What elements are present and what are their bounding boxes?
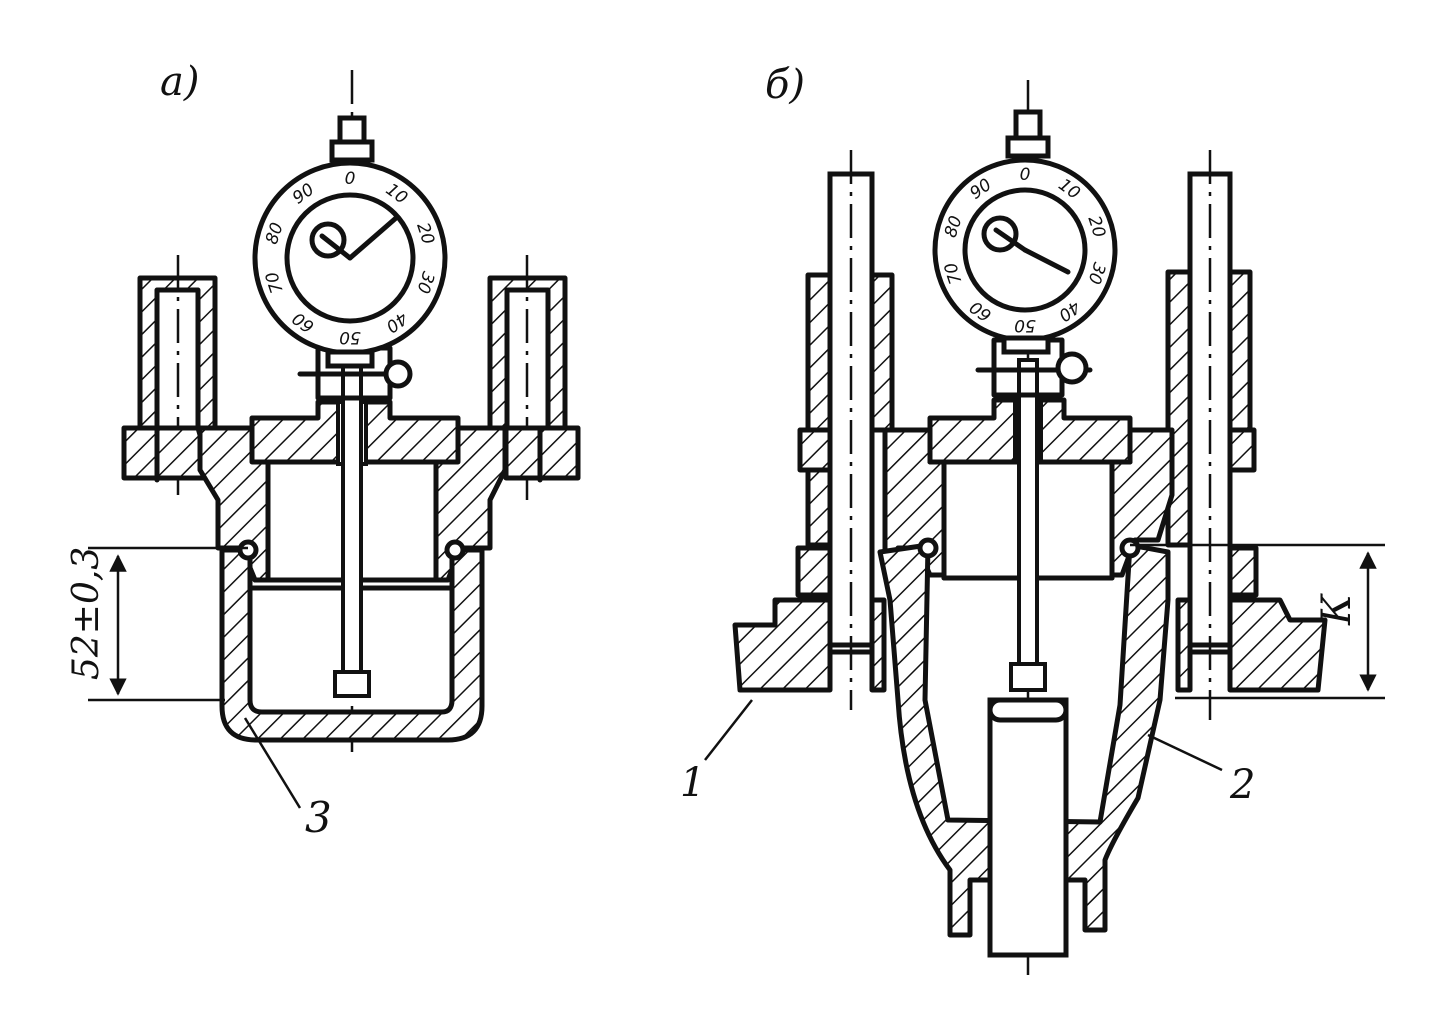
view-a-dial-mark: 50 bbox=[339, 327, 361, 347]
view-b-callout-2: 2 bbox=[1229, 762, 1255, 808]
view-b-shaft bbox=[987, 697, 1069, 958]
view-a-dimension: 52±0,3 bbox=[66, 546, 248, 702]
view-b-spindle bbox=[1017, 358, 1039, 677]
view-b-callout-1: 1 bbox=[680, 760, 705, 806]
view-b-dial-mark: 0 bbox=[1020, 165, 1031, 185]
view-b-probe-tip bbox=[1009, 662, 1047, 692]
view-a-dial-mark: 0 bbox=[345, 169, 356, 189]
view-a-label: а) bbox=[160, 59, 199, 105]
view-a-callout-3: 3 bbox=[305, 793, 332, 842]
view-b-dimension: К bbox=[1130, 543, 1385, 700]
view-b-base-right bbox=[1227, 597, 1328, 693]
view-a: а) bbox=[66, 59, 581, 842]
view-b-label: б) bbox=[765, 62, 805, 108]
view-b-left-stud bbox=[805, 150, 895, 710]
view-a-dimension-value: 52±0,3 bbox=[66, 547, 107, 680]
view-b-base-left bbox=[732, 597, 833, 693]
view-b-dimension-value: К bbox=[1314, 593, 1360, 626]
view-b-right-flange bbox=[1227, 427, 1257, 473]
view-b-dial-mark: 50 bbox=[1014, 315, 1036, 335]
view-a-spindle bbox=[341, 358, 363, 682]
view-a-probe-tip bbox=[333, 670, 371, 698]
view-b: б) bbox=[680, 62, 1385, 975]
view-b-left-flange bbox=[797, 427, 833, 473]
